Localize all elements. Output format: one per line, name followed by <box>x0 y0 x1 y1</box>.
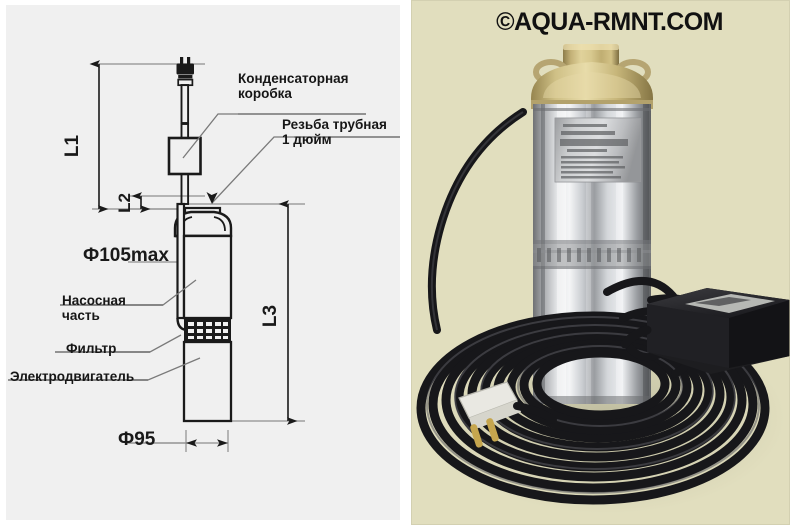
capacitor-box <box>620 288 790 374</box>
pump-body <box>533 104 651 404</box>
dimension-label-diameter-95: Ф95 <box>118 429 156 450</box>
pump-spec-label <box>554 117 642 183</box>
leader-pipe-thread <box>211 136 294 204</box>
electric-motor-body <box>182 340 233 423</box>
callout-capacitor-box-line1: Конденсаторная <box>238 71 349 86</box>
pipe-thread-arrowhead <box>206 192 218 204</box>
cable-upper-segment <box>180 84 190 124</box>
capacitor-box-label <box>685 294 775 313</box>
power-cable-descending <box>427 108 527 334</box>
photograph-panel: ©AQUA-RMNT.COM <box>400 0 790 525</box>
power-plug <box>458 381 557 448</box>
callout-filter: Фильтр <box>66 341 117 356</box>
callout-capacitor-box: Конденсаторная коробка <box>238 71 349 101</box>
callout-pipe-thread: Резьба трубная 1 дюйм <box>282 117 387 147</box>
callout-capacitor-box-line2: коробка <box>238 86 292 101</box>
pump-photo-illustration <box>411 0 790 525</box>
pump-part-body <box>182 234 233 320</box>
callout-pipe-thread-line2: 1 дюйм <box>282 132 332 147</box>
pump-photo: ©AQUA-RMNT.COM <box>411 0 790 525</box>
dimension-label-diameter-105: Ф105max <box>83 245 169 266</box>
pump-dimension-drawing <box>8 57 400 452</box>
dimension-label-L2: L2 <box>114 193 134 213</box>
mains-plug-symbol <box>176 57 194 87</box>
cable-lower-segment <box>180 173 190 205</box>
filter-band-symbol <box>184 318 231 342</box>
dimension-label-L3: L3 <box>260 304 282 328</box>
callout-electric-motor: Электродвигатель <box>10 369 135 384</box>
callout-pump-part-line1: Насосная <box>62 293 126 308</box>
leader-capacitor-box <box>182 113 238 159</box>
callout-pump-part-line2: часть <box>62 308 100 323</box>
technical-drawing-panel: L1 L2 L3 Ф105max Ф95 Конденсаторная коро… <box>0 0 400 525</box>
dimension-label-L1: L1 <box>62 134 84 158</box>
callout-pipe-thread-line1: Резьба трубная <box>282 117 387 132</box>
callout-pump-part: Насосная часть <box>62 293 126 323</box>
watermark-text: ©AQUA-RMNT.COM <box>496 8 723 36</box>
